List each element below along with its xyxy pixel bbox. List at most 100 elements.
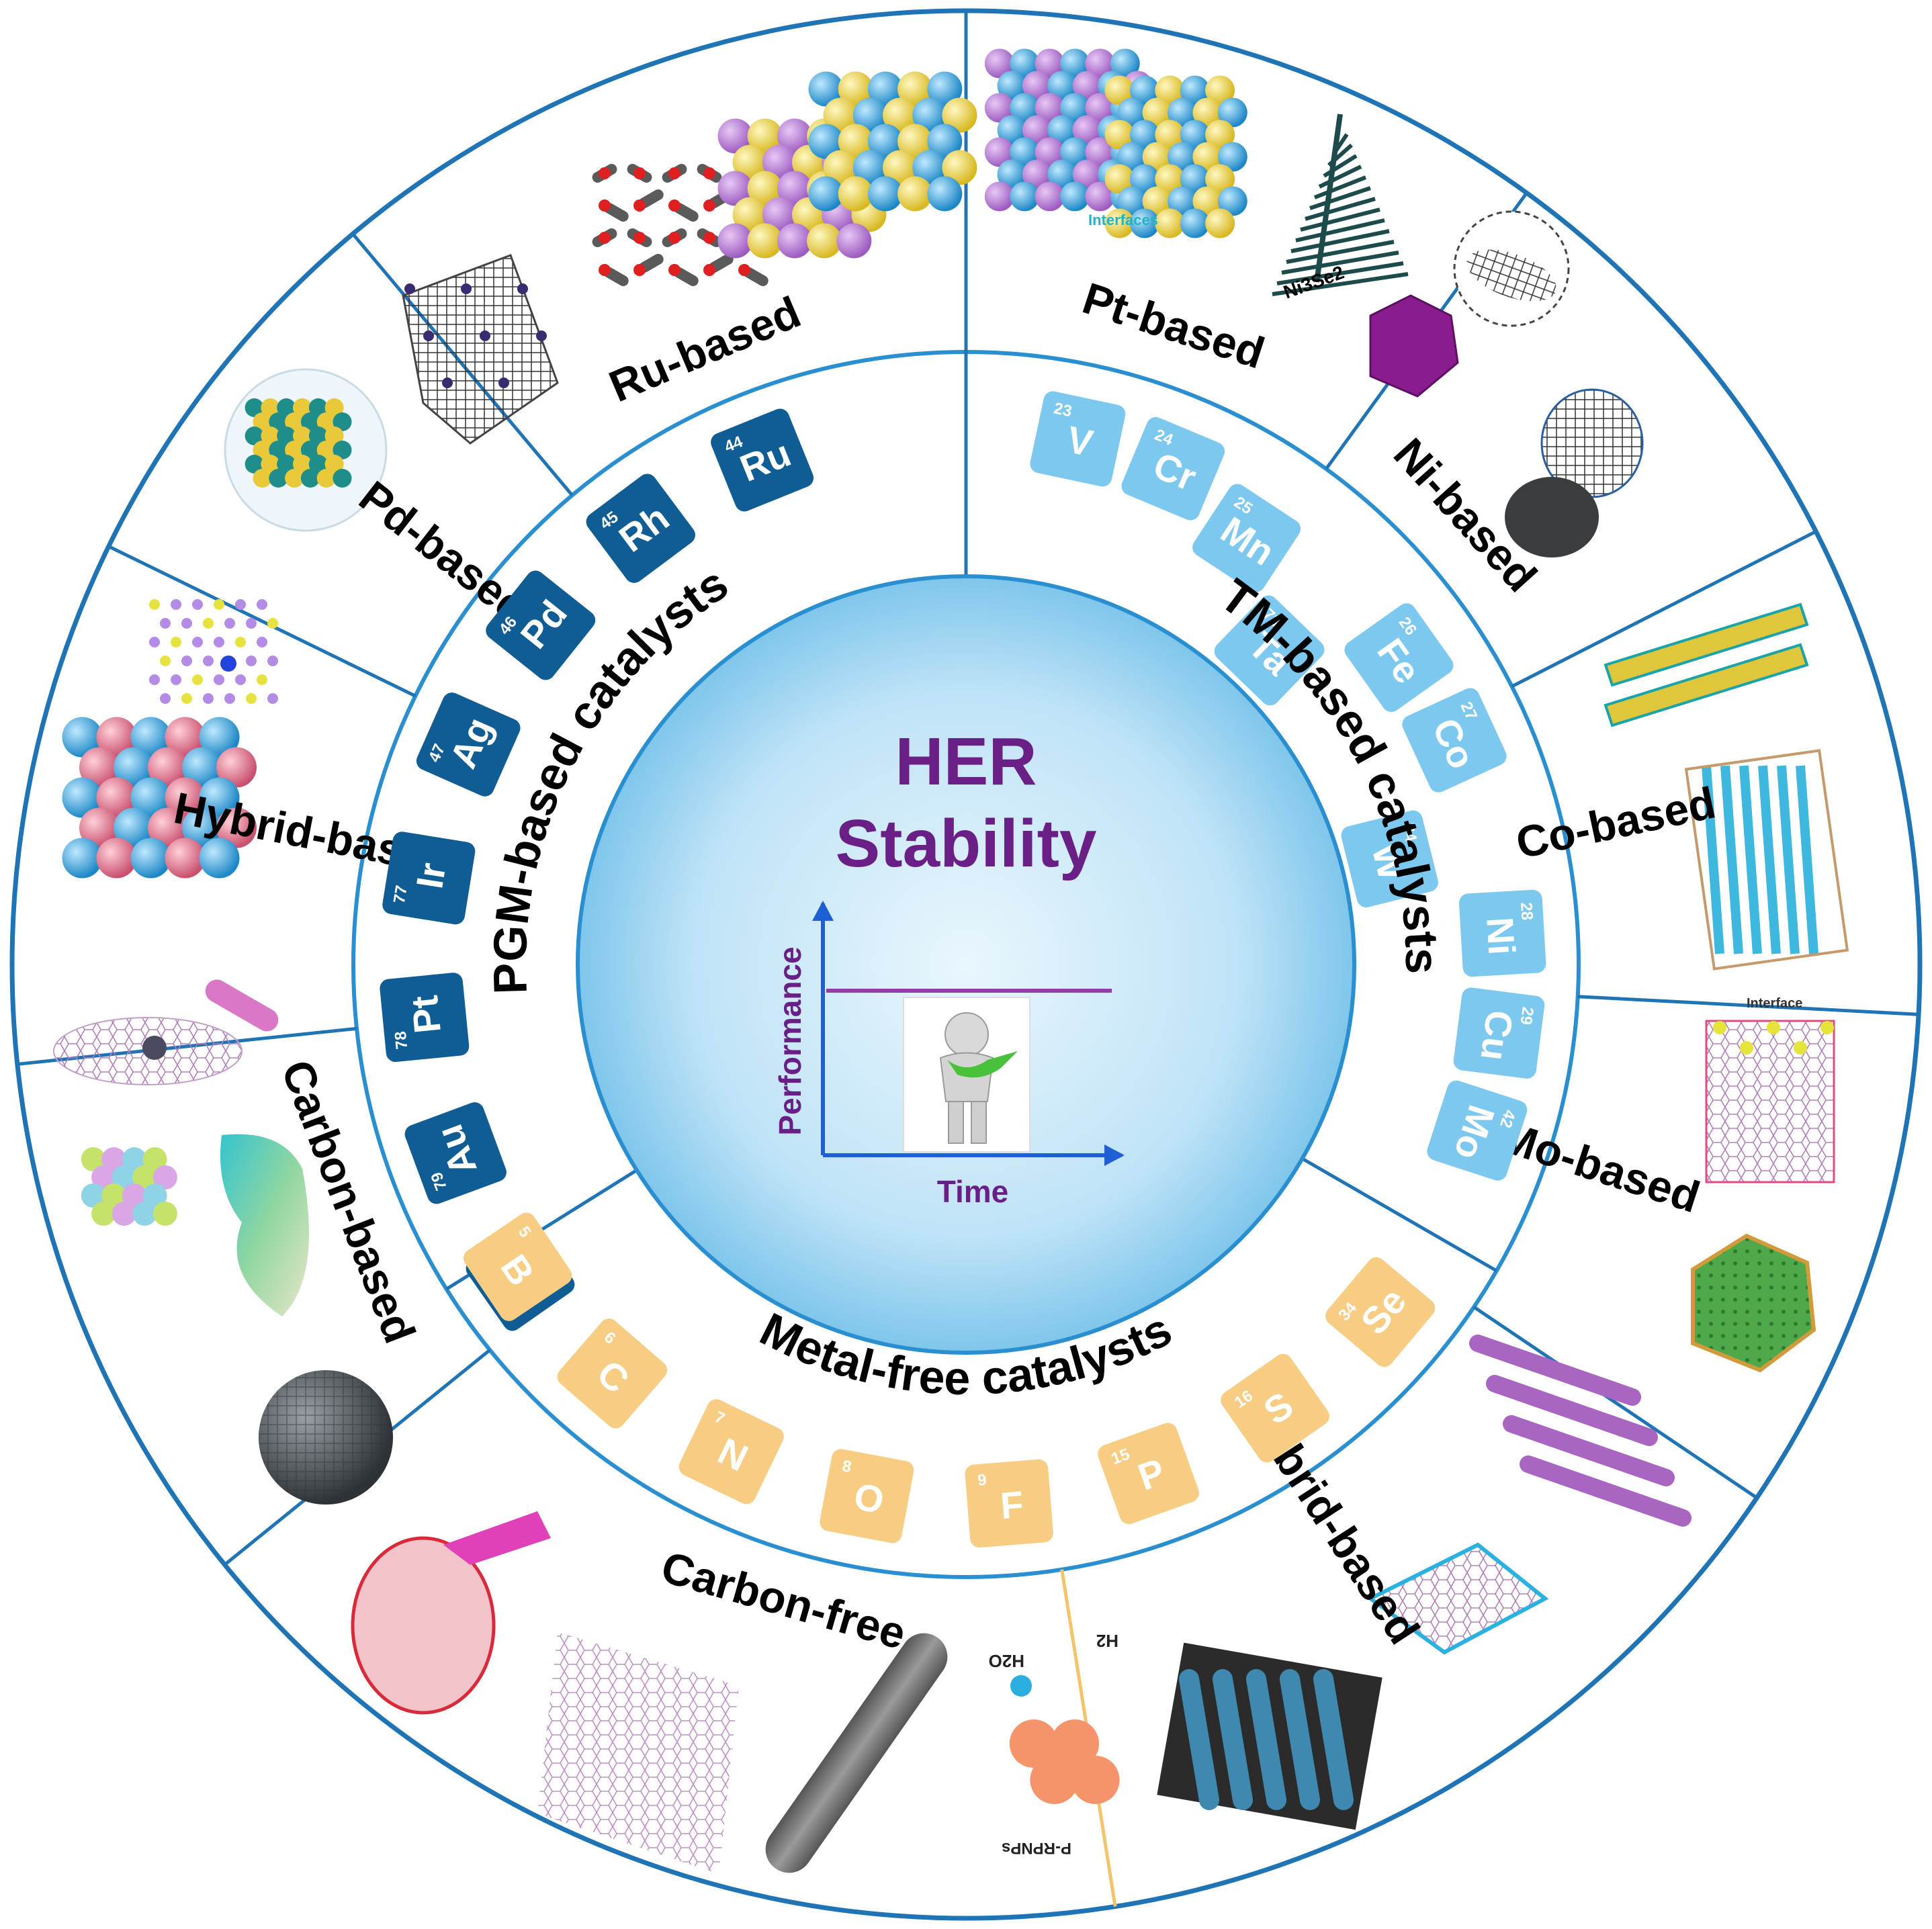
hero-head — [945, 1012, 989, 1057]
dopant — [480, 330, 490, 341]
atom — [132, 1165, 157, 1190]
atom — [165, 838, 206, 879]
purple-chain — [1469, 1335, 1641, 1406]
atom — [224, 693, 235, 704]
pt-core-shell-particle — [808, 71, 977, 212]
tile-background — [1344, 603, 1454, 713]
single-atom — [220, 656, 236, 672]
atom — [308, 427, 328, 445]
atom — [747, 223, 783, 259]
atom — [62, 838, 103, 879]
atom — [732, 144, 768, 180]
tile-symbol: Pt — [403, 993, 449, 1035]
atom — [81, 1183, 105, 1208]
atom — [182, 807, 222, 848]
atom — [253, 469, 272, 488]
atom — [1180, 75, 1210, 105]
atom — [257, 599, 267, 610]
atom — [122, 1147, 146, 1171]
atom — [883, 150, 918, 185]
atom — [148, 807, 188, 848]
atom — [181, 656, 192, 666]
atom — [333, 441, 352, 459]
tile-number: 9 — [977, 1471, 987, 1490]
atom — [130, 838, 171, 879]
tile-symbol: Cu — [1473, 1008, 1521, 1063]
atom — [1035, 181, 1065, 212]
atom — [96, 717, 137, 758]
atom — [1155, 208, 1185, 238]
node — [633, 264, 646, 276]
atom — [152, 1165, 177, 1190]
atom — [160, 618, 171, 629]
frame — [1684, 749, 1849, 971]
tile-symbol: F — [999, 1483, 1025, 1527]
atom — [1142, 142, 1172, 172]
element-tile-b: 5B — [463, 1212, 572, 1321]
hero-leg — [948, 1101, 964, 1144]
purple-chain — [1486, 1375, 1658, 1446]
hybrid-right-structure — [1691, 1020, 1835, 1373]
hea-particle — [81, 1147, 177, 1226]
atom — [1205, 208, 1235, 238]
atom — [171, 599, 181, 610]
atom — [91, 1202, 116, 1226]
atom — [277, 398, 296, 417]
atom — [182, 747, 222, 788]
element-tile-c: 6C — [557, 1318, 668, 1429]
atom — [267, 656, 278, 666]
atom — [1168, 97, 1197, 128]
atom — [216, 747, 257, 788]
atom — [96, 838, 137, 879]
node — [599, 232, 611, 244]
atom — [181, 618, 192, 629]
atom — [984, 137, 1014, 167]
atom — [1117, 186, 1147, 216]
nanorod — [1313, 1669, 1354, 1810]
branch — [1313, 175, 1367, 199]
column — [1739, 765, 1762, 954]
x-axis-label: Time — [937, 1174, 1009, 1209]
tile-background — [1030, 391, 1126, 487]
atom — [257, 674, 267, 685]
atom — [1104, 208, 1135, 238]
atom — [1104, 164, 1135, 194]
atom — [199, 777, 240, 818]
atom — [245, 427, 264, 445]
hero-leg — [971, 1101, 987, 1144]
pink-lattice — [1705, 1020, 1835, 1183]
atom — [293, 427, 312, 445]
atom — [927, 124, 963, 159]
pd-structures — [149, 599, 278, 704]
atom — [1060, 181, 1090, 212]
center-circle — [576, 574, 1356, 1355]
atom — [91, 1165, 116, 1190]
prpnps-label: P-RPNPs — [1002, 1839, 1071, 1857]
tile-number: 28 — [1517, 902, 1536, 921]
atom — [942, 97, 977, 133]
hero-figure — [939, 1012, 1018, 1144]
atom — [1009, 1719, 1058, 1768]
layer — [1604, 602, 1809, 687]
atom — [1010, 137, 1040, 167]
node — [599, 199, 611, 212]
ni-lattice-right — [1104, 75, 1247, 238]
atom — [171, 637, 181, 647]
co-sheet — [1466, 249, 1556, 302]
tile-background — [486, 570, 596, 680]
atom — [114, 747, 154, 788]
atom — [235, 637, 246, 647]
dopant — [461, 283, 472, 294]
atom — [984, 48, 1014, 79]
atom — [762, 144, 797, 180]
element-tiles: 76Os79Au78Pt77Ir47Ag46Pd45Rh44Ru23V24Cr2… — [380, 391, 1546, 1548]
tile-background — [1341, 810, 1438, 907]
tile-background — [711, 408, 814, 512]
atom — [277, 455, 296, 474]
